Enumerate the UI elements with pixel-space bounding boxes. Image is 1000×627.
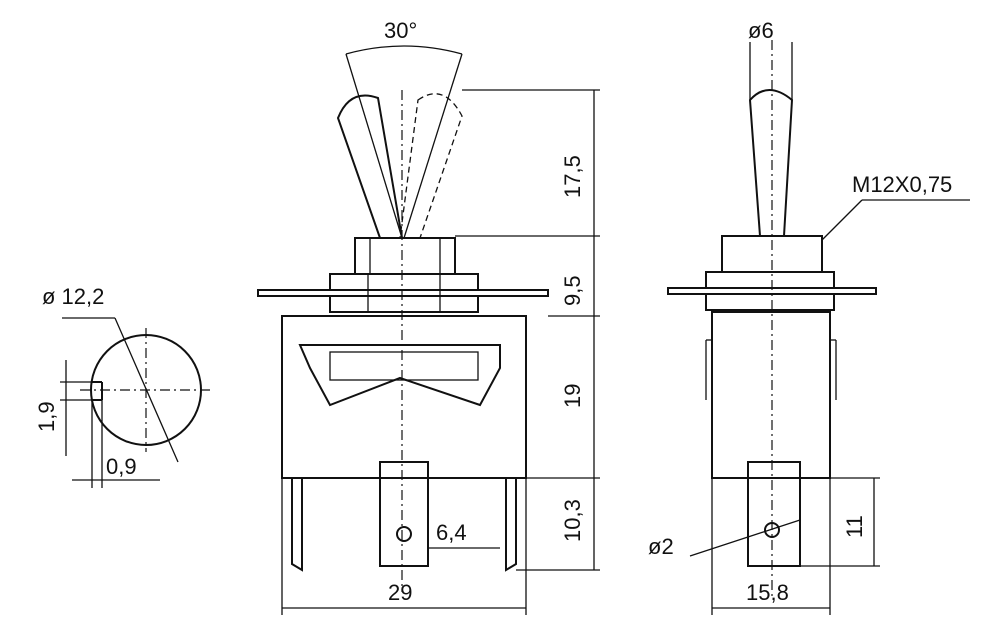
terminal-hole-label: ø2 — [648, 534, 674, 559]
lever-diameter-label: ø6 — [748, 18, 774, 43]
lever-height-label: 17,5 — [560, 155, 585, 198]
key-width-label: 0,9 — [106, 454, 137, 479]
mounting-hole-view — [60, 317, 212, 488]
key-height-label: 1,9 — [34, 401, 59, 432]
side-view — [667, 40, 970, 615]
angle-label: 30° — [384, 18, 417, 43]
terminal-height-side-label: 11 — [842, 515, 867, 538]
body-width-label: 29 — [388, 580, 412, 605]
bushing-height-label: 9,5 — [560, 275, 585, 306]
body-depth-label: 15,8 — [746, 580, 789, 605]
thread-label: M12X0,75 — [852, 172, 952, 197]
terminal-width-label: 6,4 — [436, 520, 467, 545]
hole-diameter-label: ø 12,2 — [42, 284, 104, 309]
front-view — [257, 45, 600, 615]
terminal-height-label: 10,3 — [560, 499, 585, 542]
body-height-label: 19 — [560, 384, 585, 408]
